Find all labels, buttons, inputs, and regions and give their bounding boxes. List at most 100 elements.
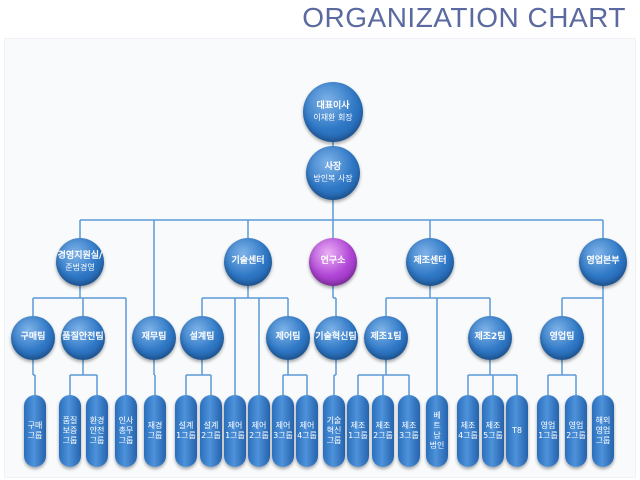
node-label-line: 재경 (147, 421, 163, 430)
node-label-line: 사장 (324, 162, 342, 173)
node-label-line: 그룹 (27, 431, 43, 440)
node-label-line: 그룹 (62, 436, 78, 445)
node-label-line: 제어 (275, 421, 291, 430)
node-purchase-team: 구매팀 (11, 316, 55, 360)
node-mgmt: 경영지원실/준법경영 (56, 238, 104, 286)
node-label-line: 1그룹 (348, 431, 368, 440)
node-label-line: 4그룹 (297, 431, 317, 440)
node-label-line: 제어 (227, 421, 243, 430)
node-label-line: 설계팀 (189, 332, 215, 343)
node-label-line: 법인 (429, 441, 445, 450)
node-label-line: 제조 (401, 421, 417, 430)
node-label-line: 3그룹 (399, 431, 419, 440)
node-control-team: 제어팀 (266, 316, 310, 360)
node-label-line: 경영지원실/ (57, 251, 103, 262)
node-label-line: 영업 (540, 421, 556, 430)
node-label-line: 혁신 (326, 426, 342, 435)
node-label-line: 설계 (203, 421, 219, 430)
node-label-line: 제조2팀 (474, 332, 506, 343)
node-label-line: 2그룹 (566, 431, 586, 440)
node-label-line: 기술혁신팀 (315, 332, 357, 343)
node-label-line: 영업본부 (586, 256, 620, 267)
node-label-line: 남 (433, 431, 441, 440)
node-quality-team: 품질안전팀 (61, 316, 105, 360)
node-label-line: 대표이사 (316, 101, 350, 112)
node-label-line: 총무 (118, 426, 134, 435)
node-label-line: 구매팀 (20, 332, 46, 343)
node-label-line: 보증 (62, 426, 78, 435)
node-label-line: 제조 (375, 421, 391, 430)
node-label-line: 품질 (62, 416, 78, 425)
node-innovation-team: 기술혁신팀 (314, 316, 358, 360)
node-lab: 연구소 (309, 238, 357, 286)
node-label-line: 2그룹 (373, 431, 393, 440)
node-label-line: 구매 (27, 421, 43, 430)
node-label-line: 제조 (350, 421, 366, 430)
node-label-line: 인사 (118, 416, 134, 425)
node-label-line: 설계 (178, 421, 194, 430)
node-tech: 기술센터 (224, 238, 272, 286)
node-label-line: 영업 (568, 421, 584, 430)
node-label-line: 해외 (595, 416, 611, 425)
node-label-line: 제어 (299, 421, 315, 430)
node-label-line: 기술센터 (231, 256, 265, 267)
node-label-line: 영업팀 (549, 332, 575, 343)
node-label-line: 제조1팀 (370, 332, 402, 343)
node-g-t8: T8 (506, 395, 528, 467)
node-label-line: 기술 (326, 416, 342, 425)
node-label-line: 제어팀 (275, 332, 301, 343)
node-sales-team: 영업팀 (540, 316, 584, 360)
node-label-line: 연구소 (320, 256, 346, 267)
node-label-line: 품질안전팀 (62, 332, 104, 343)
node-label-line: 그룹 (147, 431, 163, 440)
node-label-line: 준법경영 (65, 262, 95, 272)
node-design-team: 설계팀 (180, 316, 224, 360)
node-label-line: 2그룹 (201, 431, 221, 440)
node-finance-team: 재무팀 (132, 316, 176, 360)
node-label-line: 4그룹 (458, 431, 478, 440)
node-label-line: 재무팀 (141, 332, 167, 343)
node-label-line: 그룹 (118, 436, 134, 445)
node-label-line: 베 (433, 411, 441, 420)
node-label-line: 제조 (460, 421, 476, 430)
node-label-line: 1그룹 (176, 431, 196, 440)
node-mfg: 제조센터 (406, 238, 454, 286)
node-label-line: 안전 (89, 426, 105, 435)
node-label-line: 그룹 (595, 436, 611, 445)
node-label-line: 1그룹 (225, 431, 245, 440)
node-label-line: 1그룹 (538, 431, 558, 440)
node-label-line: 영업 (595, 426, 611, 435)
node-mfg2-team: 제조2팀 (468, 316, 512, 360)
page-title: ORGANIZATION CHART (302, 2, 626, 33)
node-mfg1-team: 제조1팀 (364, 316, 408, 360)
node-label-line: 제조 (485, 421, 501, 430)
node-label-line: 이재환 회장 (313, 112, 353, 122)
node-label-line: 제어 (251, 421, 267, 430)
node-label-line: 그룹 (89, 436, 105, 445)
node-label-line: T8 (512, 426, 522, 435)
node-label-line: 5그룹 (483, 431, 503, 440)
node-label-line: 그룹 (326, 436, 342, 445)
node-label-line: 환경 (89, 416, 105, 425)
